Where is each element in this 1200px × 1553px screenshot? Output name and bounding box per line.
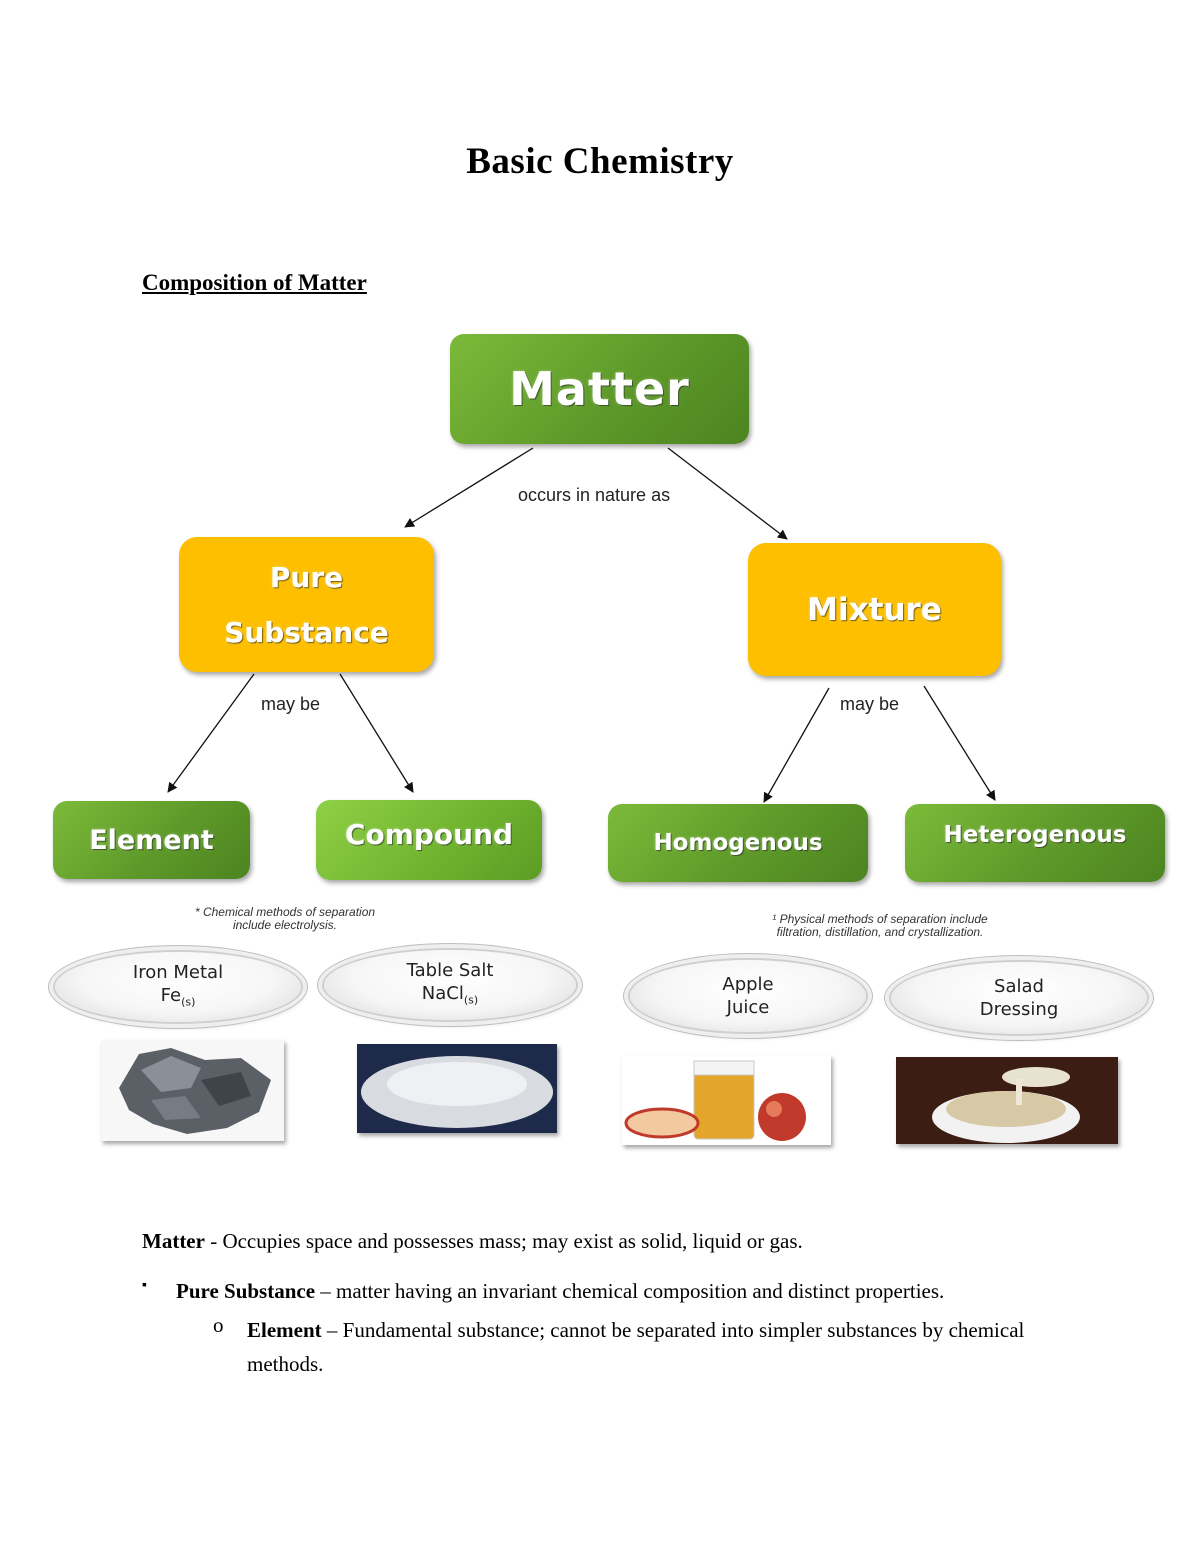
mixture-box: Mixture	[748, 543, 1001, 676]
iron-metal-image	[101, 1040, 284, 1141]
arrow-pure-to-compound	[339, 673, 414, 793]
sub-bullet-marker: o	[213, 1313, 224, 1337]
arrow-mixture-to-heterogenous	[923, 685, 996, 801]
pure-substance-line2: Substance	[224, 615, 389, 649]
arrow-pure-to-element	[167, 673, 255, 793]
arrow-matter-to-pure	[404, 447, 534, 528]
pure-substance-box: Pure Substance	[179, 537, 434, 672]
iron-metal-oval: Iron Metal Fe(s)	[55, 952, 301, 1022]
pure-substance-line1: Pure	[269, 560, 344, 594]
apple-juice-oval: Apple Juice	[630, 960, 866, 1032]
chemical-separation-note: * Chemical methods of separation include…	[194, 905, 376, 932]
table-salt-oval: Table Salt NaCl(s)	[324, 950, 576, 1020]
physical-separation-note: ¹ Physical methods of separation include…	[772, 912, 988, 939]
occurs-in-nature-label: occurs in nature as	[518, 485, 671, 505]
heterogenous-box: Heterogenous	[905, 804, 1165, 882]
homogenous-box: Homogenous	[608, 804, 868, 882]
arrow-matter-to-mixture	[667, 447, 788, 540]
matter-box: Matter	[450, 334, 749, 444]
compound-box: Compound	[316, 800, 542, 880]
salad-dressing-oval: Salad Dressing	[891, 962, 1147, 1034]
table-salt-image	[357, 1044, 557, 1133]
document-title: Basic Chemistry	[466, 141, 734, 182]
may-be-label-right: may be	[840, 694, 900, 714]
section-heading: Composition of Matter	[142, 270, 367, 295]
pure-substance-definition: Pure Substance – matter having an invari…	[176, 1279, 945, 1303]
arrow-mixture-to-homogenous	[763, 687, 830, 803]
element-box: Element	[53, 801, 250, 879]
may-be-label-left: may be	[261, 694, 321, 714]
matter-definition: Matter - Occupies space and possesses ma…	[142, 1229, 803, 1253]
salad-dressing-image	[896, 1057, 1118, 1144]
apple-juice-image	[622, 1055, 831, 1145]
bullet-marker: ▪	[142, 1278, 147, 1293]
element-definition: Element – Fundamental substance; cannot …	[247, 1318, 1025, 1376]
